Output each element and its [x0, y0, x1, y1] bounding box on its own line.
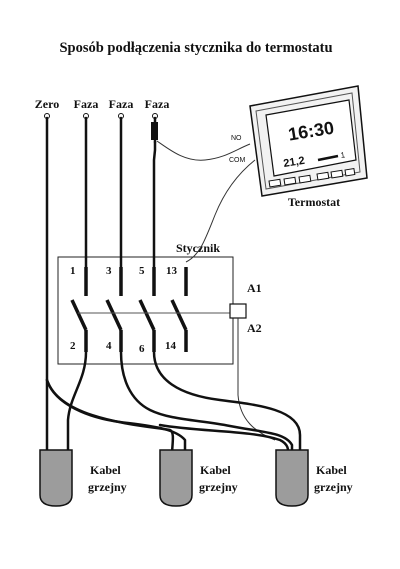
thermostat-label: Termostat [288, 195, 340, 209]
cable-label-line2: grzejny [314, 480, 353, 494]
cable-label-line1: Kabel [316, 463, 347, 477]
terminal-4: 4 [106, 340, 112, 352]
label-faza-2: Faza [109, 97, 134, 111]
cable-body [39, 449, 73, 507]
contactor-coil [229, 303, 247, 319]
wire-com [185, 159, 256, 263]
terminal-14: 14 [165, 340, 177, 352]
heating-cable-2: Kabel grzejny [159, 449, 238, 507]
terminal-2: 2 [70, 340, 76, 352]
thermostat-button[interactable] [298, 174, 312, 184]
terminal-com-label: COM [229, 157, 246, 164]
zero-branch-wire-2 [45, 378, 175, 457]
cable-body [159, 449, 193, 507]
coil-a2-label: A2 [247, 321, 262, 335]
thermostat-device: 16:30 21,2 1 [249, 85, 368, 197]
terminal-3: 3 [106, 265, 112, 277]
terminal-5: 5 [139, 265, 145, 277]
heating-cable-3: Kabel grzejny [275, 449, 353, 507]
supply-wires [84, 116, 157, 269]
cable-body [275, 449, 309, 507]
contact-blades [70, 299, 188, 331]
thermostat-bar [317, 154, 339, 162]
supply-terminals [44, 113, 158, 119]
thermostat-indicator: 1 [340, 150, 346, 160]
cable-label-line2: grzejny [88, 480, 127, 494]
heating-cable-1: Kabel grzejny [39, 449, 127, 507]
terminal-13: 13 [166, 265, 178, 277]
cable-label-line2: grzejny [199, 480, 238, 494]
thermostat-button[interactable] [283, 176, 297, 186]
terminal-no-label: NO [231, 135, 242, 142]
faza-3-connector [151, 122, 158, 140]
thermostat-button[interactable] [344, 168, 356, 177]
thermostat-buttons[interactable] [268, 168, 356, 188]
thermostat-button[interactable] [316, 171, 330, 181]
label-faza-1: Faza [74, 97, 99, 111]
wire-no [156, 140, 251, 161]
terminal-6: 6 [139, 343, 145, 355]
faza-3-wire [152, 140, 157, 269]
diagram-title: Sposób podłączenia stycznika do termosta… [59, 40, 332, 56]
thermostat-button[interactable] [330, 169, 344, 179]
cable-label-line1: Kabel [200, 463, 231, 477]
thermostat-frame [255, 92, 361, 190]
output-wire-2 [66, 350, 88, 457]
terminal-1: 1 [70, 265, 76, 277]
coil-a1-label: A1 [247, 281, 262, 295]
cable-label-line1: Kabel [90, 463, 121, 477]
output-wire-4 [119, 350, 294, 457]
label-zero: Zero [35, 97, 59, 111]
thermostat-temperature: 21,2 [283, 155, 306, 170]
label-faza-3: Faza [145, 97, 170, 111]
contactor-label: Stycznik [176, 241, 220, 255]
thermostat-button[interactable] [268, 178, 282, 188]
contact-fixed-bars [84, 267, 188, 352]
output-wire-6 [152, 350, 302, 457]
wire-a2 [237, 318, 276, 441]
